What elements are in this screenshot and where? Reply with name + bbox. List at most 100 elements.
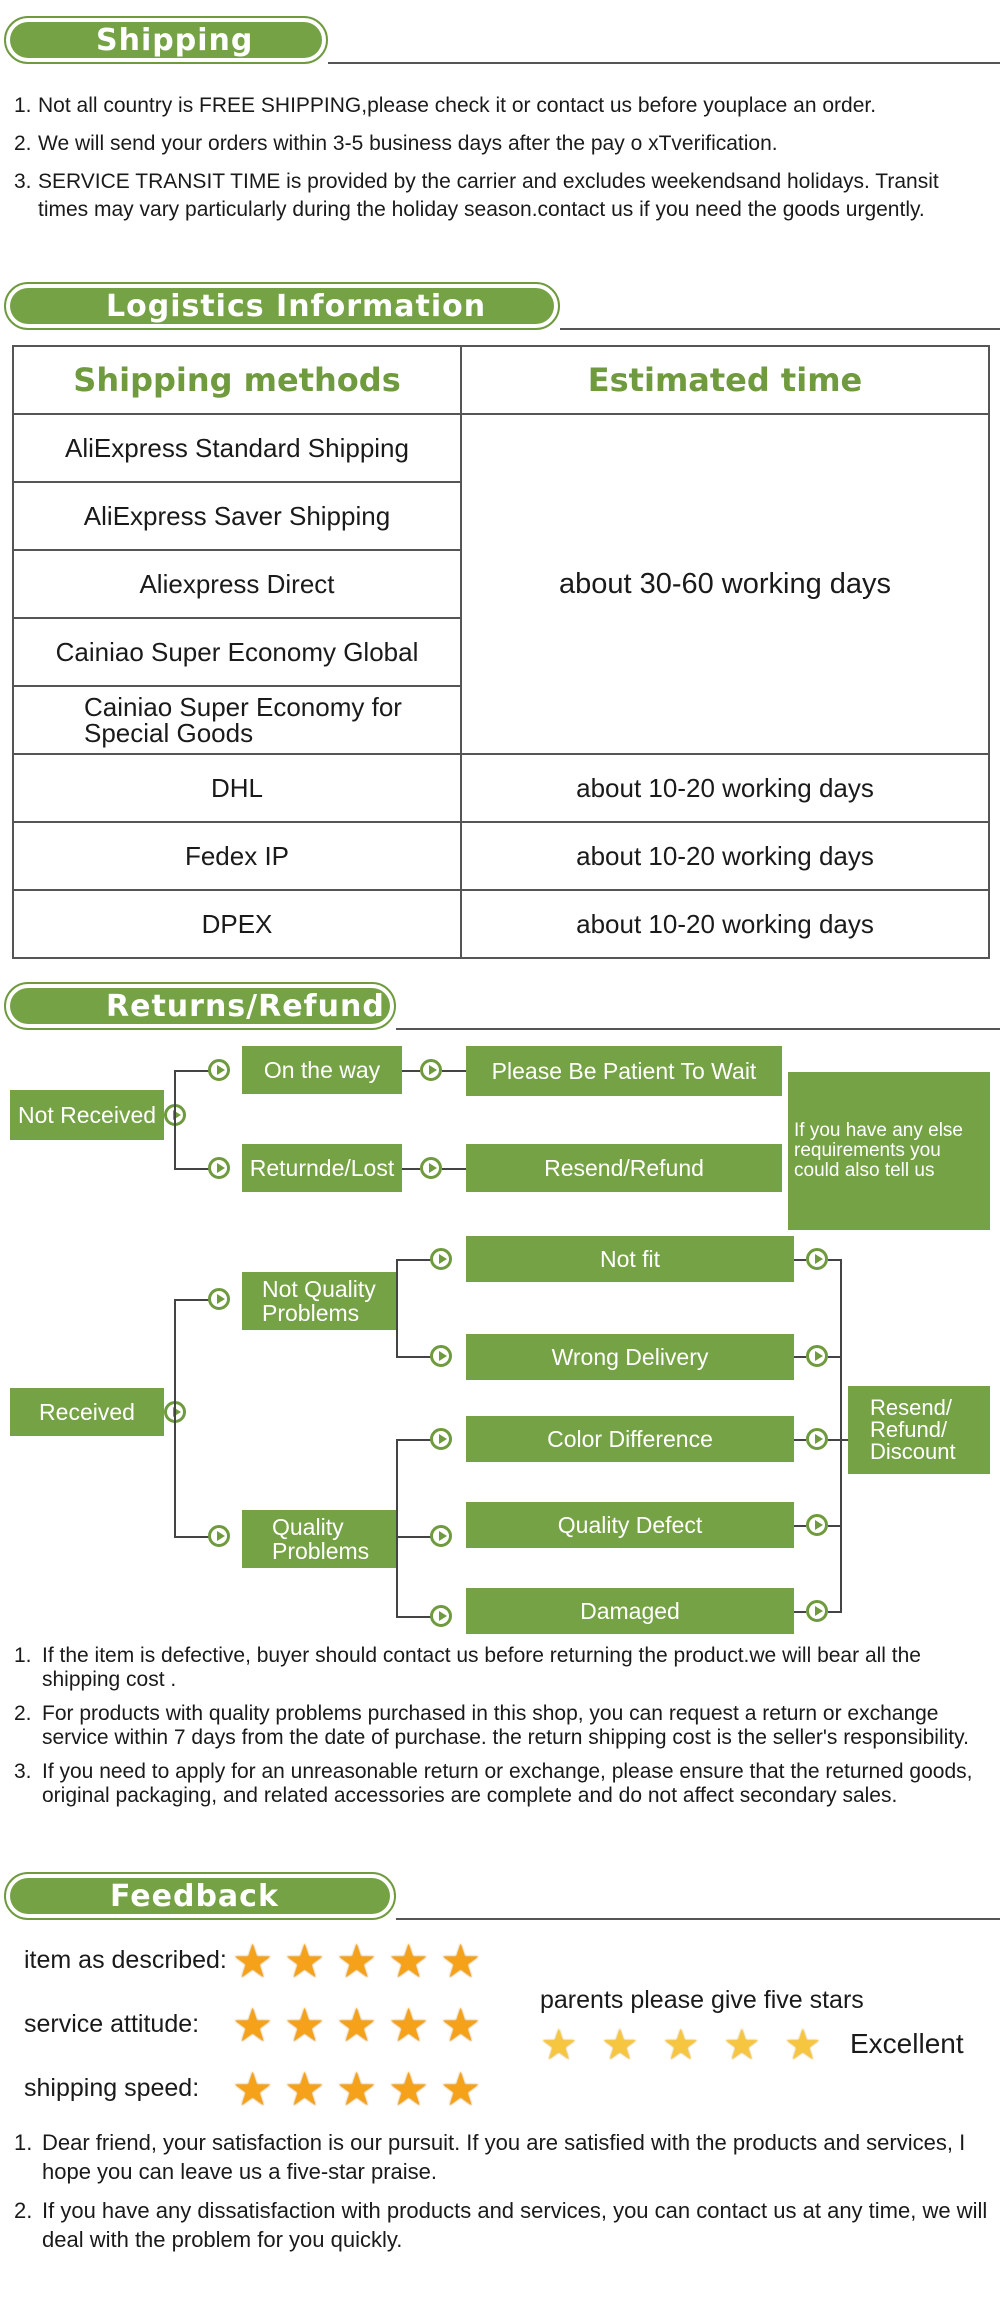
connector-line [828,1439,848,1441]
connector-line [396,1259,398,1357]
shipping-pill: Shipping [4,16,328,64]
damaged-box: Damaged [466,1588,794,1634]
connector-line [174,1070,210,1072]
returns-title: Returns/Refund [10,988,390,1024]
table-cell-time: about 10-20 working days [460,889,990,959]
feedback-notes: 1.Dear friend, your satisfaction is our … [14,2128,994,2264]
arrow-circle-icon [806,1514,828,1536]
please-wait-box: Please Be Patient To Wait [466,1046,782,1096]
star-icon: ★ [440,1999,482,2051]
connector-line [794,1259,806,1261]
table-cell-time: about 30-60 working days [460,413,990,755]
returns-header: Returns/Refund [0,980,1000,1036]
table-cell-method: DHL [12,753,462,823]
connector-line [442,1168,466,1170]
arrow-circle-icon [430,1605,452,1627]
arrow-circle-icon [208,1157,230,1179]
star-icon: ★ [388,2063,430,2115]
table-cell-time: about 10-20 working days [460,753,990,823]
connector-line [396,1536,432,1538]
connector-line [794,1525,806,1527]
connector-line [396,1439,398,1617]
connector-line [174,1299,176,1537]
excellent-label: Excellent [850,2028,964,2059]
connector-line [828,1356,840,1358]
else-requirements-box: If you have any else requirements you co… [788,1072,990,1230]
quality-box: Quality Problems [242,1510,396,1568]
quality-defect-box: Quality Defect [466,1502,794,1548]
star-icon: ★ [336,1999,378,2051]
connector-line [174,1168,210,1170]
rating-label: service attitude: [24,2010,200,2038]
feedback-pill: Feedback [4,1872,396,1920]
star-icon: ★ [232,2063,274,2115]
connector-line [840,1259,842,1613]
connector-line [828,1611,840,1613]
table-cell-method: DPEX [12,889,462,959]
on-the-way-box: On the way [242,1046,402,1094]
logistics-pill: Logistics Information [4,282,560,330]
connector-line [396,1616,432,1618]
arrow-circle-icon [208,1059,230,1081]
connector-line [396,1439,432,1441]
list-item: 2.For products with quality problems pur… [14,1702,969,1749]
not-fit-box: Not fit [466,1236,794,1282]
table-cell-method: Aliexpress Direct [12,549,462,619]
arrow-circle-icon [208,1525,230,1547]
connector-line [174,1299,210,1301]
not-received-box: Not Received [10,1090,164,1140]
resend-refund-discount-box: Resend/ Refund/ Discount [848,1386,990,1474]
arrow-circle-icon [208,1288,230,1310]
table-cell-method: AliExpress Saver Shipping [12,481,462,551]
list-item: 1.Dear friend, your satisfaction is our … [14,2130,966,2184]
arrow-circle-icon [430,1248,452,1270]
star-icon: ★ [336,1935,378,1987]
received-box: Received [10,1388,164,1436]
connector-line [402,1168,420,1170]
star-icon: ★ [284,1935,326,1987]
connector-line [794,1611,806,1613]
connector-line [828,1525,840,1527]
five-stars-prompt: parents please give five stars [540,1986,864,2014]
shipping-list: 1.Not all country is FREE SHIPPING,pleas… [14,92,984,234]
divider [560,328,1000,330]
arrow-circle-icon [420,1059,442,1081]
star-icon: ★ [284,2063,326,2115]
star-icon: ★ [723,2021,761,2068]
col-header-time: Estimated time [460,345,990,415]
resend-refund-box: Resend/Refund [466,1144,782,1192]
logistics-title: Logistics Information [10,288,554,324]
returned-lost-box: Returnde/Lost [242,1144,402,1192]
star-icon: ★ [388,1935,430,1987]
connector-line [402,1070,420,1072]
arrow-circle-icon [806,1600,828,1622]
table-cell-time: about 10-20 working days [460,821,990,891]
list-item: 1.If the item is defective, buyer should… [14,1644,921,1691]
arrow-circle-icon [430,1345,452,1367]
col-header-method: Shipping methods [12,345,462,415]
star-icon: ★ [232,1999,274,2051]
table-cell-method: Cainiao Super Economy for Special Goods [12,685,462,755]
table-cell-method: Fedex IP [12,821,462,891]
feedback-title: Feedback [10,1878,390,1914]
returns-pill: Returns/Refund [4,982,396,1030]
arrow-circle-icon [420,1157,442,1179]
not-quality-box: Not Quality Problems [242,1272,396,1330]
star-icon: ★ [440,2063,482,2115]
star-icon: ★ [284,1999,326,2051]
star-icon: ★ [388,1999,430,2051]
rating-label: item as described: [24,1946,227,1974]
table-cell-method: Cainiao Super Economy Global [12,617,462,687]
feedback-header: Feedback [0,1870,1000,1926]
connector-line [396,1259,432,1261]
rating-label: shipping speed: [24,2074,200,2102]
star-icon: ★ [784,2021,822,2068]
returns-notes: 1.If the item is defective, buyer should… [14,1644,994,1818]
arrow-circle-icon [430,1525,452,1547]
color-difference-box: Color Difference [466,1416,794,1462]
list-item: 1.Not all country is FREE SHIPPING,pleas… [14,94,877,117]
list-item: 3.If you need to apply for an unreasonab… [14,1760,973,1807]
divider [328,62,1000,64]
wrong-delivery-box: Wrong Delivery [466,1334,794,1380]
divider [396,1918,1000,1920]
